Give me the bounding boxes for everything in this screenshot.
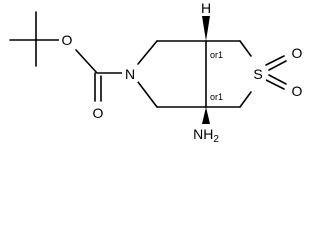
- nitrogen-label-bg: [122, 65, 138, 82]
- oxygen-sulfonyl-lower-label: O: [292, 83, 303, 99]
- stereo-amine-wedge: [202, 107, 210, 124]
- oxygen-carbonyl-label: O: [93, 105, 104, 121]
- bond-n-ch2-bottom: [137, 81, 158, 108]
- bond-s-o-upper-1: [265, 55, 285, 66]
- bond-s-o-lower-1: [265, 79, 285, 90]
- stereo-hydrogen-wedge: [202, 16, 210, 41]
- bond-n-ch2-top: [137, 40, 158, 65]
- carbamate-group: [75, 49, 123, 102]
- sulfur-label: S: [253, 66, 262, 82]
- bond-s-o-lower-2: [268, 74, 287, 85]
- tert-butyl-group: [9, 11, 60, 67]
- pyrrolidine-ring: [137, 40, 207, 108]
- sulfur-label-bg: [250, 66, 266, 83]
- oxygen-ester-label-bg: [59, 32, 75, 49]
- stereo-label-bottom: or1: [210, 92, 223, 102]
- oxygen-sulfonyl-upper-label: O: [292, 45, 303, 61]
- stereo-label-top: or1: [210, 50, 223, 60]
- bond-ch2-s-bottom: [239, 91, 252, 108]
- amine-label-main: NH: [193, 126, 213, 142]
- oxygen-ester-label: O: [62, 32, 73, 48]
- nitrogen-label: N: [125, 66, 135, 82]
- thiolane-ring: [205, 40, 287, 108]
- amine-label: NH2: [193, 126, 219, 144]
- bond-oxygen-carbonyl-carbon: [75, 49, 98, 74]
- bond-ch2-s-top: [239, 40, 252, 57]
- bond-s-o-upper-2: [268, 60, 287, 71]
- amine-label-subscript: 2: [213, 134, 219, 144]
- hydrogen-stereo-label: H: [201, 0, 211, 16]
- chemical-structure: O O N S O O H NH2 or1 or1: [9, 0, 303, 144]
